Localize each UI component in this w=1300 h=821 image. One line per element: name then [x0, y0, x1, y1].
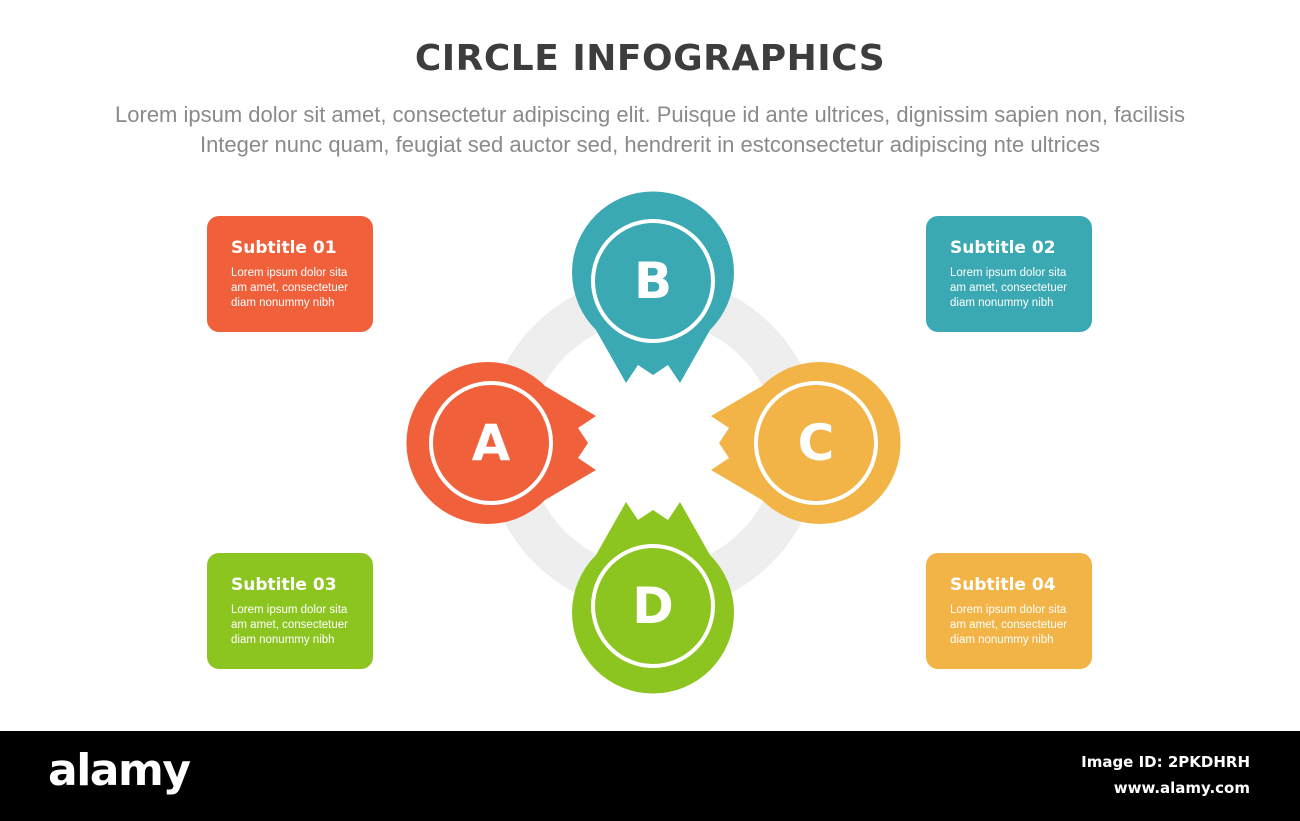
card-text-line: diam nonummy nibh: [950, 634, 1054, 646]
node-d-pin: [572, 502, 734, 694]
card-title: Subtitle 01: [231, 238, 337, 258]
image-id-label: Image ID: 2PKDHRH: [1081, 753, 1250, 771]
node-a-letter: A: [472, 414, 511, 472]
card-text-line: Lorem ipsum dolor sita: [231, 267, 348, 279]
page-title: CIRCLE INFOGRAPHICS: [414, 38, 886, 79]
node-a-pin: [406, 362, 596, 525]
subtitle-card-04: Subtitle 04 Lorem ipsum dolor sita am am…: [926, 553, 1092, 669]
card-text-line: diam nonummy nibh: [231, 634, 335, 646]
node-d: D: [572, 502, 734, 694]
subtitle-card-02: Subtitle 02 Lorem ipsum dolor sita am am…: [926, 216, 1092, 332]
card-text-line: Lorem ipsum dolor sita: [950, 267, 1067, 279]
card-text-line: diam nonummy nibh: [231, 297, 335, 309]
subtitle-card-03: Subtitle 03 Lorem ipsum dolor sita am am…: [207, 553, 373, 669]
node-c-letter: C: [798, 414, 835, 472]
node-b-letter: B: [634, 252, 672, 310]
node-c-inner-ring: [754, 381, 878, 505]
card-text-line: am amet, consectetuer: [950, 619, 1067, 631]
card-title: Subtitle 04: [950, 575, 1056, 595]
card-text-line: Lorem ipsum dolor sita: [231, 604, 348, 616]
description-line-2: Integer nunc quam, feugiat sed auctor se…: [199, 132, 1101, 157]
site-url: www.alamy.com: [1113, 779, 1250, 797]
node-a-inner-ring: [429, 381, 553, 505]
card-text-line: am amet, consectetuer: [231, 282, 348, 294]
card-title: Subtitle 03: [231, 575, 337, 595]
description-line-1: Lorem ipsum dolor sit amet, consectetur …: [115, 102, 1185, 127]
node-c-pin: [711, 362, 901, 525]
node-b: B: [572, 191, 734, 383]
node-d-inner-ring: [591, 544, 715, 668]
card-text: Lorem ipsum dolor sita am amet, consecte…: [950, 603, 1080, 648]
node-d-letter: D: [632, 577, 674, 635]
card-text-line: am amet, consectetuer: [231, 619, 348, 631]
footer-bar: alamy Image ID: 2PKDHRH www.alamy.com: [0, 731, 1300, 821]
card-text-line: diam nonummy nibh: [950, 297, 1054, 309]
alamy-logo: alamy: [48, 745, 191, 796]
card-text-line: am amet, consectetuer: [950, 282, 1067, 294]
subtitle-card-01: Subtitle 01 Lorem ipsum dolor sita am am…: [207, 216, 373, 332]
node-b-inner-ring: [591, 219, 715, 343]
card-text-line: Lorem ipsum dolor sita: [950, 604, 1067, 616]
card-text: Lorem ipsum dolor sita am amet, consecte…: [231, 603, 361, 648]
card-title: Subtitle 02: [950, 238, 1056, 258]
node-c: C: [711, 362, 901, 525]
card-text: Lorem ipsum dolor sita am amet, consecte…: [231, 266, 361, 311]
circle-diagram: B A C D: [406, 191, 901, 694]
node-a: A: [406, 362, 596, 525]
card-text: Lorem ipsum dolor sita am amet, consecte…: [950, 266, 1080, 311]
